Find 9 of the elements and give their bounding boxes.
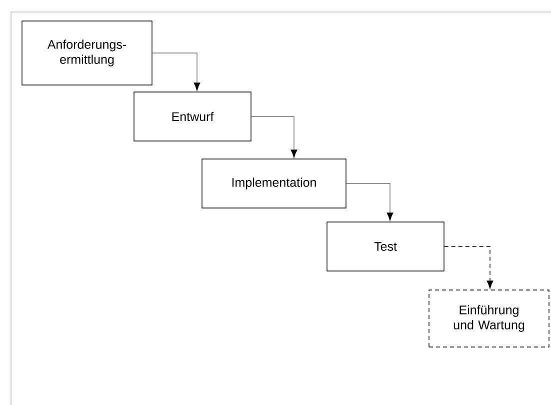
arrow xyxy=(251,116,298,158)
process-box: Test xyxy=(326,222,444,272)
arrow xyxy=(346,183,394,221)
arrow xyxy=(152,52,200,91)
arrow xyxy=(444,246,494,289)
process-box: Entwurf xyxy=(134,92,252,142)
process-box: Einführung und Wartung xyxy=(428,290,550,348)
process-box: Anforderungs- ermittlung xyxy=(22,20,152,86)
process-box: Implementation xyxy=(202,158,346,208)
